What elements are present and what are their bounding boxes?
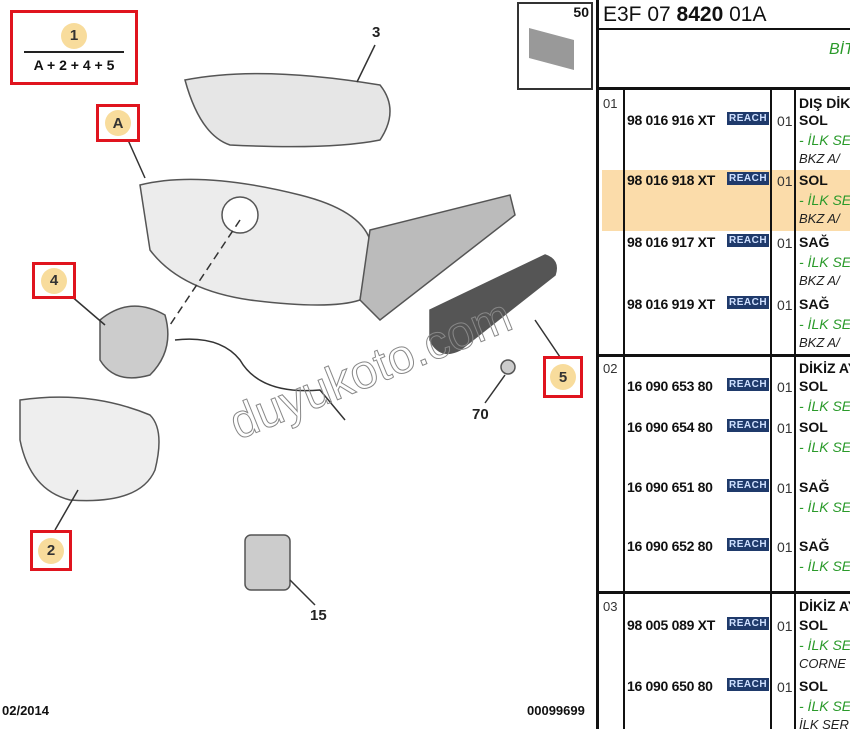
callout-label: 4 [41, 267, 67, 294]
quantity: 01 [777, 480, 793, 496]
side: SOL [799, 419, 828, 435]
divider [24, 50, 124, 53]
side: SAĞ [799, 479, 830, 495]
reach-badge: REACH [727, 112, 770, 125]
title-prefix: E3F 07 [603, 3, 677, 26]
reference-note: İLK SER [799, 717, 849, 732]
title-bold: 8420 [676, 3, 724, 26]
callout-4[interactable]: 4 [32, 262, 76, 299]
quantity: 01 [777, 420, 793, 436]
thumbnail-50[interactable]: 50 [517, 2, 593, 90]
quantity: 01 [777, 539, 793, 555]
note: - İLK SE [799, 698, 850, 714]
side: SOL [799, 378, 828, 394]
callout-label: A [105, 110, 131, 136]
note: - İLK SE [799, 558, 850, 574]
quantity: 01 [777, 379, 793, 395]
quantity: 01 [777, 679, 793, 695]
note: - İLK SE [799, 499, 850, 515]
callout-number: 1 [61, 22, 87, 49]
mirror-seal [429, 254, 557, 355]
mirror-motor [99, 305, 169, 379]
quantity: 01 [777, 297, 793, 313]
callout-label: 5 [550, 364, 576, 390]
part-number[interactable]: 16 090 651 80 [627, 479, 713, 495]
reference-note: BKZ A/ [799, 335, 840, 350]
row-highlight [602, 170, 850, 231]
part-number[interactable]: 16 090 650 80 [627, 678, 713, 694]
banner-text: BİT [829, 41, 850, 58]
parts-panel: E3F 07 8420 01A BİT 01 DIŞ DİK 02 DİKİZ … [596, 0, 850, 732]
note: - İLK SE [799, 637, 850, 653]
group-ref: 03 [603, 599, 618, 614]
quantity: 01 [777, 618, 793, 634]
reach-badge: REACH [727, 617, 770, 630]
callout-a[interactable]: A [96, 104, 140, 142]
note: - İLK SE [799, 439, 850, 455]
group-ref: 01 [603, 96, 618, 111]
mirror-switch [244, 534, 291, 591]
part-number[interactable]: 98 016 918 XT [627, 172, 715, 188]
note: - İLK SE [799, 132, 850, 148]
label-70[interactable]: 70 [472, 406, 489, 423]
mirror-cover [184, 72, 391, 148]
reach-badge: REACH [727, 234, 770, 247]
mirror-housing [139, 178, 371, 306]
reference-note: BKZ A/ [799, 273, 840, 288]
side: SAĞ [799, 538, 830, 554]
part-number[interactable]: 98 016 919 XT [627, 296, 715, 312]
mirror-glass [19, 396, 160, 502]
side: SAĞ [799, 296, 830, 312]
side: SOL [799, 678, 828, 694]
note: - İLK SE [799, 316, 850, 332]
part-number[interactable]: 16 090 652 80 [627, 538, 713, 554]
callout-assembly[interactable]: 1 A + 2 + 4 + 5 [10, 10, 138, 85]
reach-badge: REACH [727, 479, 770, 492]
label-3[interactable]: 3 [372, 24, 381, 41]
label-15[interactable]: 15 [310, 607, 327, 624]
reference-note: CORNE [799, 656, 846, 671]
callout-label: 2 [38, 537, 64, 564]
callout-2[interactable]: 2 [30, 530, 72, 571]
reach-badge: REACH [727, 678, 770, 691]
panel-title: E3F 07 8420 01A [603, 3, 766, 27]
side: SOL [799, 617, 828, 633]
diagram-code: 00099699 [527, 703, 585, 718]
title-suffix: 01A [723, 3, 767, 26]
mirror-base [359, 194, 516, 321]
side: SOL [799, 112, 828, 128]
note: - İLK SE [799, 192, 850, 208]
side: SOL [799, 172, 828, 188]
nut [500, 359, 516, 375]
part-number[interactable]: 98 016 916 XT [627, 112, 715, 128]
reach-badge: REACH [727, 172, 770, 185]
exploded-diagram: duyukoto.com [19, 44, 561, 606]
reference-note: BKZ A/ [799, 151, 840, 166]
part-number[interactable]: 16 090 653 80 [627, 378, 713, 394]
assembly-formula: A + 2 + 4 + 5 [33, 56, 115, 73]
quantity: 01 [777, 235, 793, 251]
group-ref: 02 [603, 361, 618, 376]
note: - İLK SE [799, 398, 850, 414]
reach-badge: REACH [727, 296, 770, 309]
reach-badge: REACH [727, 419, 770, 432]
watermark: duyukoto.com [222, 289, 519, 450]
group-heading: DIŞ DİK [799, 95, 850, 111]
reach-badge: REACH [727, 538, 770, 551]
diagram-date: 02/2014 [2, 703, 49, 718]
callout-5[interactable]: 5 [543, 356, 583, 398]
side: SAĞ [799, 234, 830, 250]
label-50: 50 [573, 4, 589, 20]
quantity: 01 [777, 173, 793, 189]
reach-badge: REACH [727, 378, 770, 391]
group-heading: DİKİZ AY [799, 360, 850, 376]
reference-note: BKZ A/ [799, 211, 840, 226]
part-number[interactable]: 98 016 917 XT [627, 234, 715, 250]
part-number[interactable]: 98 005 089 XT [627, 617, 715, 633]
part-number[interactable]: 16 090 654 80 [627, 419, 713, 435]
gasket-icon [529, 27, 574, 71]
quantity: 01 [777, 113, 793, 129]
note: - İLK SE [799, 254, 850, 270]
group-heading: DİKİZ AY [799, 598, 850, 614]
